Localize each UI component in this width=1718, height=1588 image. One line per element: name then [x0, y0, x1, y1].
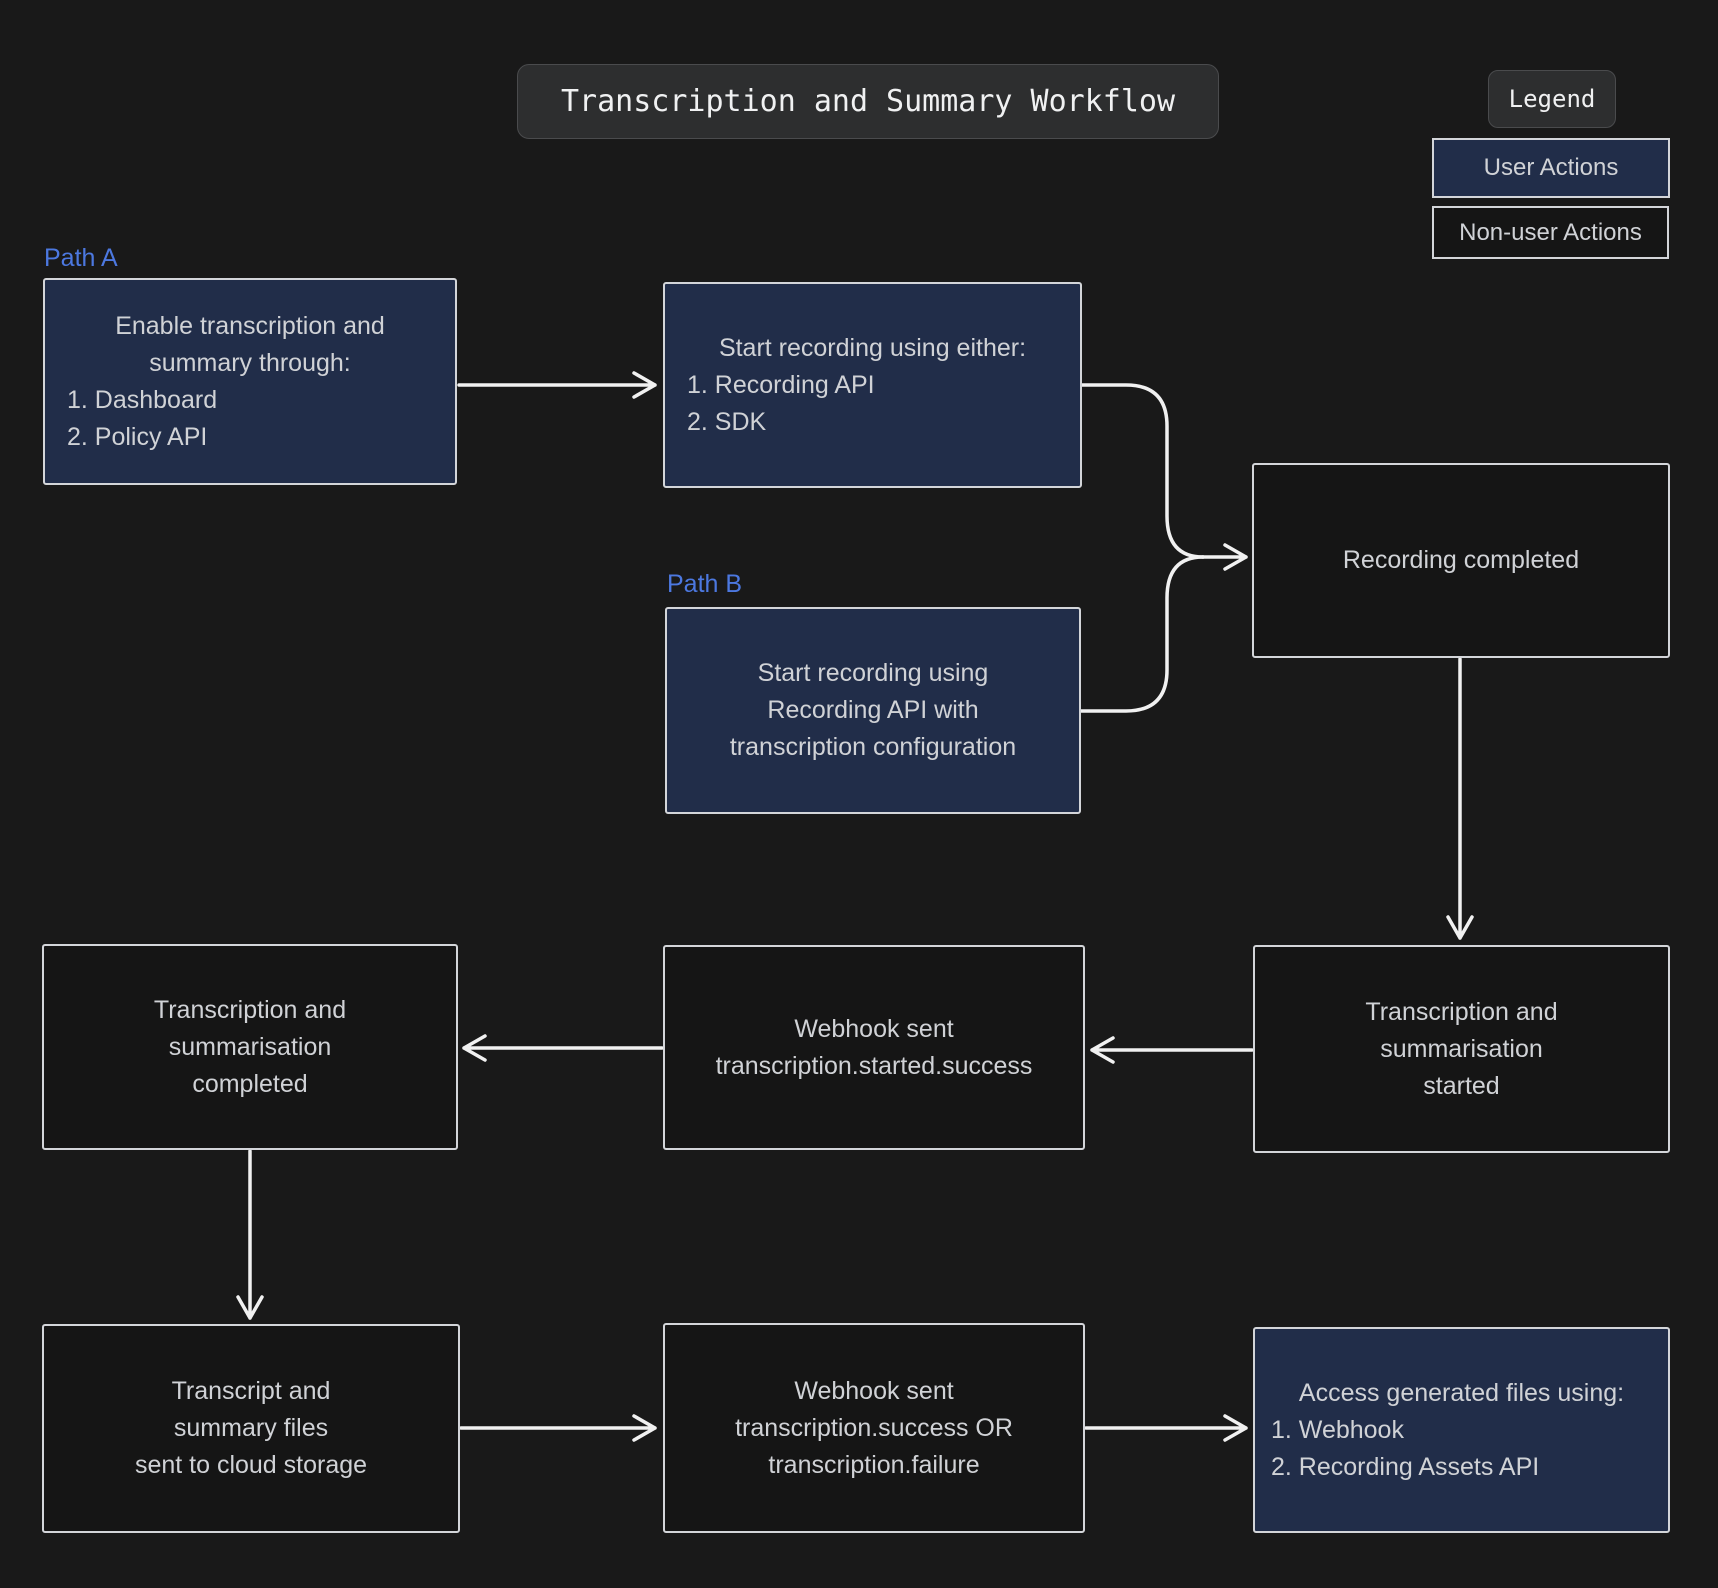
node-text-line: transcription.failure [768, 1450, 980, 1479]
node-text-line: Transcript and [171, 1377, 331, 1405]
node-start-recording-either: Start recording using either: 1. Recordi… [663, 282, 1082, 488]
node-list-item: 1. Webhook [1271, 1415, 1404, 1444]
node-list-item: 2. Recording Assets API [1271, 1452, 1540, 1481]
arrow-cloud-to-webhook-result [459, 1414, 657, 1442]
legend-nonuser-actions-label: Non-user Actions [1459, 218, 1642, 246]
node-transcription-started: Transcription and summarisation started [1253, 945, 1670, 1153]
node-text-line: transcription.success OR [735, 1413, 1013, 1442]
node-text-line: started [1423, 1071, 1500, 1100]
arrow-webhook-to-completed [462, 1034, 664, 1062]
node-list-item: 1. Recording API [687, 370, 875, 399]
legend-user-actions: User Actions [1432, 138, 1670, 198]
node-text-line: summary files [173, 1414, 329, 1442]
legend-title: Legend [1488, 70, 1616, 128]
node-transcription-completed: Transcription and summarisation complete… [42, 944, 458, 1150]
node-access-generated-files: Access generated files using: 1. Webhook… [1253, 1327, 1670, 1533]
node-start-recording-config: Start recording using Recording API with… [665, 607, 1081, 814]
node-text-line: Transcription and [1365, 997, 1558, 1026]
node-text-line: transcription configuration [729, 733, 1017, 761]
node-text-line: Transcription and [153, 995, 347, 1024]
connector-start-config-merge [1079, 555, 1205, 713]
arrow-enable-to-start [457, 371, 657, 399]
arrow-merge-to-recording-completed [1201, 543, 1248, 571]
node-list-item: 1. Dashboard [67, 385, 218, 414]
arrow-recording-to-started [1446, 657, 1474, 940]
legend-user-actions-label: User Actions [1483, 154, 1619, 181]
node-text-line: Start recording using either: [718, 333, 1027, 362]
node-text-line: summarisation [1380, 1034, 1543, 1063]
node-enable-transcription: Enable transcription and summary through… [43, 278, 457, 485]
node-text-line: transcription.started.success [715, 1051, 1033, 1080]
path-a-label: Path A [44, 244, 118, 272]
node-files-to-cloud-storage: Transcript and summary files sent to clo… [42, 1324, 460, 1533]
node-text-line: Enable transcription and [115, 311, 385, 340]
node-text-line: Recording completed [1342, 546, 1580, 574]
node-text-line: Webhook sent [794, 1376, 954, 1405]
node-text-line: Start recording using [757, 659, 989, 687]
arrow-started-to-webhook [1090, 1036, 1254, 1064]
node-text-line: Recording API with [767, 696, 979, 724]
node-list-item: 2. Policy API [67, 422, 208, 451]
node-list-item: 2. SDK [687, 407, 767, 436]
node-webhook-result: Webhook sent transcription.success OR tr… [663, 1323, 1085, 1533]
node-webhook-started-success: Webhook sent transcription.started.succe… [663, 945, 1085, 1150]
node-text-line: summarisation [168, 1032, 332, 1061]
node-recording-completed: Recording completed [1252, 463, 1670, 658]
diagram-title: Transcription and Summary Workflow [517, 64, 1219, 139]
node-text-line: Access generated files using: [1298, 1378, 1625, 1407]
node-text-line: summary through: [149, 348, 351, 377]
node-text-line: Webhook sent [794, 1014, 954, 1043]
connector-start-either-merge [1080, 383, 1205, 559]
arrow-completed-to-cloud [236, 1149, 264, 1320]
arrow-webhook-result-to-access [1084, 1414, 1248, 1442]
node-text-line: completed [192, 1069, 308, 1098]
node-text-line: sent to cloud storage [134, 1451, 368, 1479]
legend-nonuser-actions: Non-user Actions [1432, 206, 1669, 259]
path-b-label: Path B [667, 570, 743, 598]
